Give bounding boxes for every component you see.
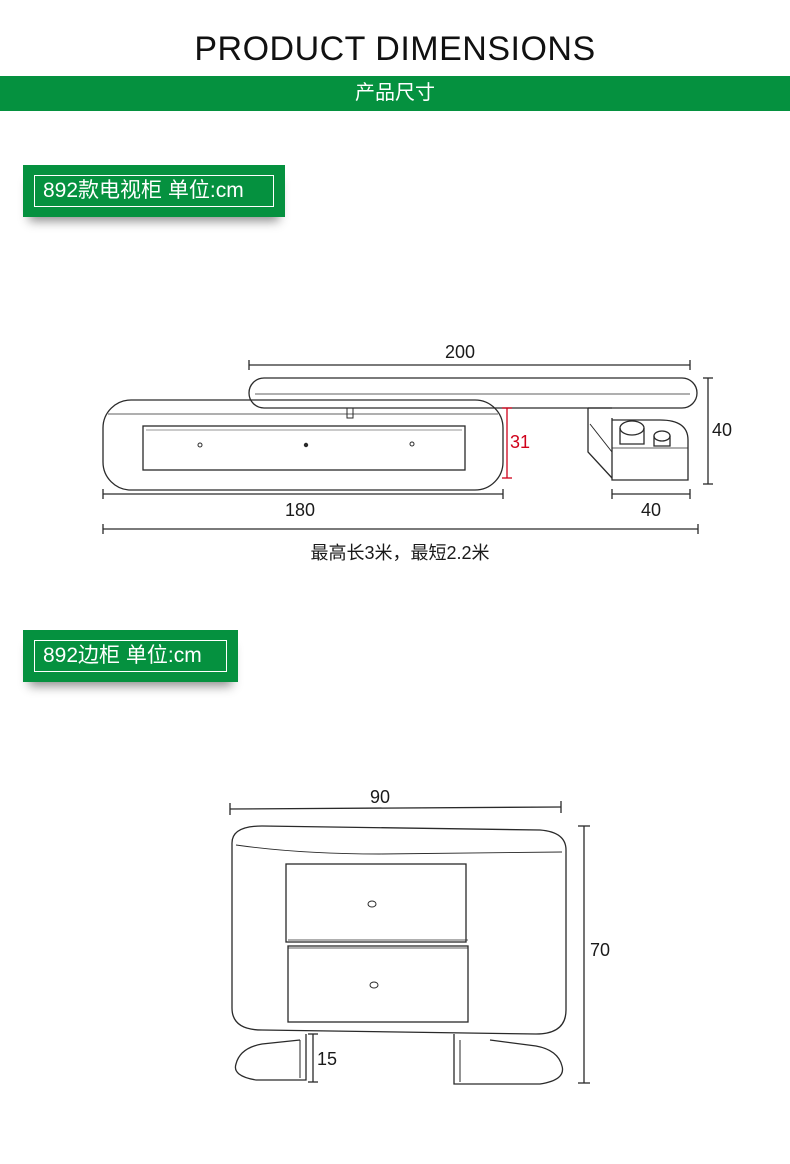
side-cabinet-body xyxy=(231,825,567,1035)
dim-label-side-depth: 40 xyxy=(641,500,661,520)
dim-line-width xyxy=(229,806,562,810)
dim-label-leg-height: 15 xyxy=(317,1049,337,1069)
tv-drawer-front xyxy=(142,425,466,471)
knob-icon xyxy=(367,900,377,908)
tv-main-body xyxy=(102,399,504,491)
dim-label-bottom-length: 180 xyxy=(285,500,315,520)
left-leg xyxy=(234,1034,307,1081)
knob-icon xyxy=(369,981,379,989)
tv-side-unit xyxy=(611,418,689,481)
dim-label-height: 70 xyxy=(590,940,610,960)
subtitle-text: 产品尺寸 xyxy=(355,82,435,104)
length-note: 最高长3米，最短2.2米 xyxy=(310,543,489,563)
dim-label-side-height: 40 xyxy=(712,420,732,440)
knob-icon xyxy=(303,442,309,448)
page-title: PRODUCT DIMENSIONS xyxy=(194,30,596,68)
tv-cabinet-tag-label: 892款电视柜 单位:cm xyxy=(34,175,274,207)
dim-label-width: 90 xyxy=(370,787,390,807)
tv-top-board xyxy=(248,377,698,409)
subtitle-band: 产品尺寸 xyxy=(0,76,790,111)
dim-label-height: 31 xyxy=(510,432,530,452)
knob-icon xyxy=(197,442,203,448)
tv-cabinet-tag: 892款电视柜 单位:cm xyxy=(23,165,285,217)
knob-icon xyxy=(409,441,415,447)
upper-drawer xyxy=(285,863,467,943)
dim-label-top-length: 200 xyxy=(445,342,475,362)
side-cabinet-tag-label: 892边柜 单位:cm xyxy=(34,640,227,672)
right-leg xyxy=(453,1034,564,1085)
lower-drawer xyxy=(287,945,469,1023)
side-cabinet-tag: 892边柜 单位:cm xyxy=(23,630,238,682)
